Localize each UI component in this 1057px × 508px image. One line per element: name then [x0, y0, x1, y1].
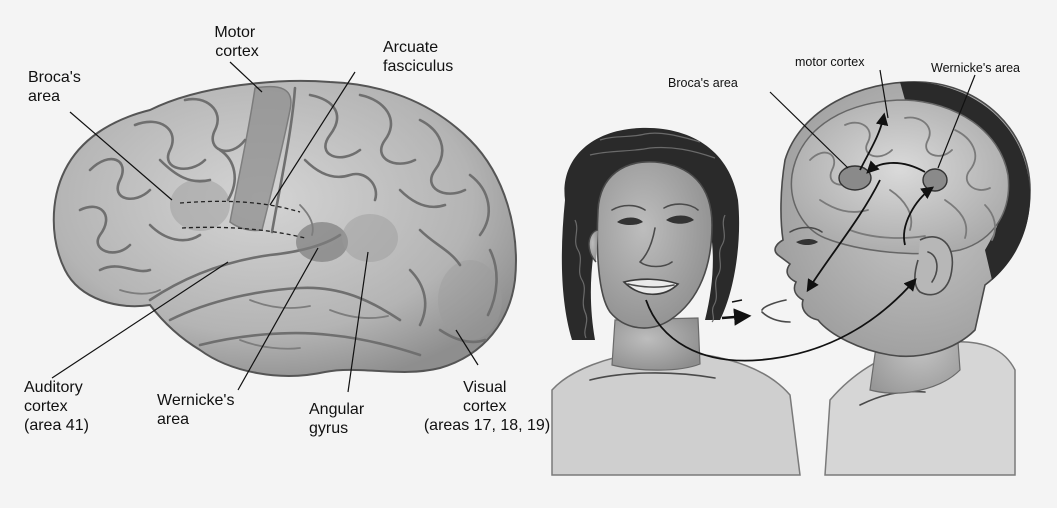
label-wernickes-area: Wernicke's area [157, 392, 239, 428]
label-visual-cortex: Visual cortex (areas 17, 18, 19) [424, 379, 550, 434]
label-right-motor-cortex: motor cortex [795, 55, 865, 69]
speaker-woman [552, 128, 800, 475]
visual-cortex-region [438, 260, 502, 340]
label-auditory-cortex: Auditory cortex (area 41) [24, 379, 89, 434]
label-arcuate-fasciculus: Arcuate fasciculus [383, 39, 453, 75]
listener-man [762, 82, 1030, 475]
label-motor-cortex: Motor cortex [214, 24, 259, 60]
wernickes-area-region [296, 222, 348, 262]
label-angular-gyrus: Angular gyrus [309, 401, 369, 437]
label-right-wernickes-area: Wernicke's area [931, 61, 1020, 75]
right-labels: Broca's area motor cortex Wernicke's are… [668, 55, 1020, 90]
woman-face [597, 162, 712, 328]
label-right-brocas-area: Broca's area [668, 76, 738, 90]
brocas-area-region [170, 179, 230, 231]
conversation-illustration: Broca's area motor cortex Wernicke's are… [552, 55, 1030, 475]
angular-gyrus-region [342, 214, 398, 262]
man-wernickes-spot [923, 169, 947, 191]
label-brocas-area: Broca's area [28, 69, 85, 105]
man-brocas-spot [839, 166, 871, 190]
